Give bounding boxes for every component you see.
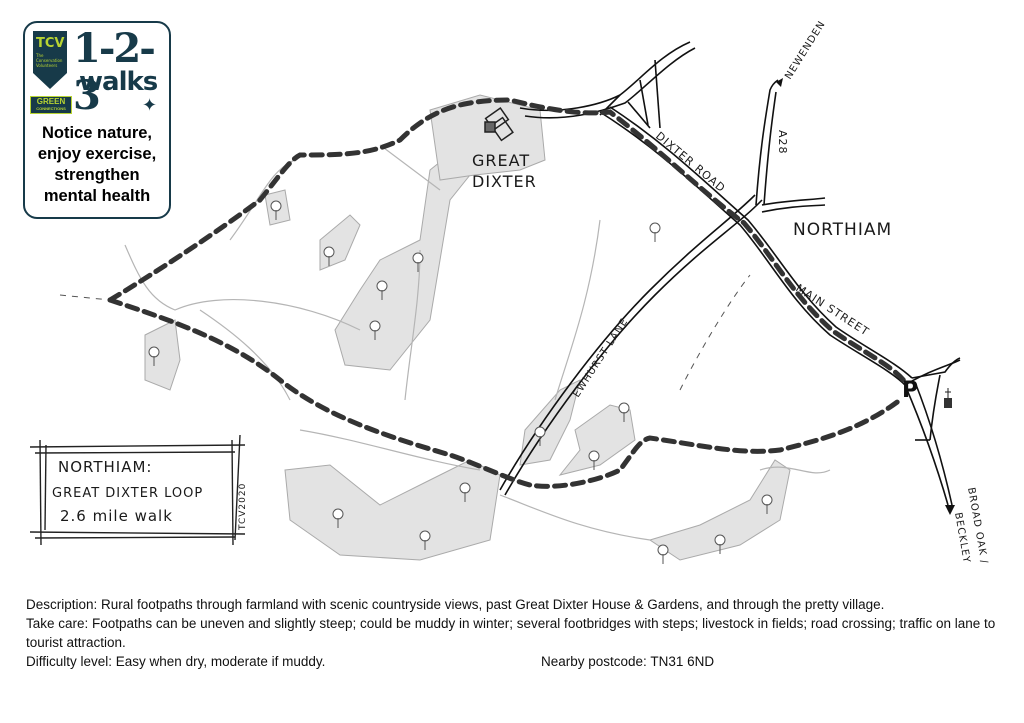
svg-text:Volunteers: Volunteers	[36, 63, 57, 68]
walk-route	[107, 97, 908, 489]
difficulty-text: Difficulty level: Easy when dry, moderat…	[26, 654, 326, 669]
title-credit: TCV2020	[238, 483, 248, 531]
postcode-text: Nearby postcode: TN31 6ND	[541, 654, 715, 669]
butterfly-icon: ✦	[142, 95, 158, 115]
tcv-pin-icon: TCV The Conservation Volunteers	[33, 31, 67, 89]
svg-text:TCV: TCV	[36, 36, 64, 51]
newenden-arrow-icon	[776, 78, 783, 87]
great-dixter-house-icon	[484, 107, 514, 142]
label-northiam: NORTHIAM	[793, 220, 892, 240]
svg-text:Conservation: Conservation	[36, 58, 63, 63]
difficulty-row: Difficulty level: Easy when dry, moderat…	[26, 652, 1006, 671]
broad-oak-arrow-icon	[945, 505, 955, 515]
walk-info: Description: Rural footpaths through far…	[26, 595, 1006, 671]
description-text: Description: Rural footpaths through far…	[26, 597, 885, 612]
green-connections-badge: GREEN CONNECTIONS	[30, 96, 72, 114]
label-a28: A28	[776, 130, 789, 155]
logo-tagline: Notice nature, enjoy exercise, strengthe…	[37, 124, 157, 205]
title-line1: NORTHIAM:	[58, 458, 152, 476]
svg-text:The: The	[35, 53, 44, 58]
footpath-thin	[679, 274, 751, 391]
church-icon	[944, 388, 952, 408]
take-care-text: Take care: Footpaths can be uneven and s…	[26, 616, 996, 650]
label-dixter-road: DIXTER ROAD	[653, 129, 728, 195]
footpath-thin-west	[59, 294, 111, 301]
walk-map: P GREAT DIXTER NORTHIAM DIXTER ROAD A28 …	[29, 19, 989, 565]
parking-icon: P	[902, 378, 918, 403]
title-line3: 2.6 mile walk	[60, 507, 173, 525]
tcv-123-walks-logo: TCV The Conservation Volunteers 1-2-3 wa…	[23, 21, 171, 219]
label-ewhurst-lane: EWHURST LANE	[571, 316, 630, 399]
label-newenden: NEWENDEN	[783, 19, 828, 82]
label-beckley: BECKLEY	[952, 512, 972, 565]
title-line2: GREAT DIXTER LOOP	[52, 486, 203, 501]
title-box-frame	[29, 434, 246, 546]
label-great-dixter-2: DIXTER	[472, 172, 537, 191]
series-number: 1-2-3	[73, 25, 156, 119]
tree-icons	[148, 200, 773, 564]
woodland-areas	[144, 94, 791, 561]
series-word: walks	[79, 67, 158, 97]
label-great-dixter-1: GREAT	[472, 151, 530, 170]
